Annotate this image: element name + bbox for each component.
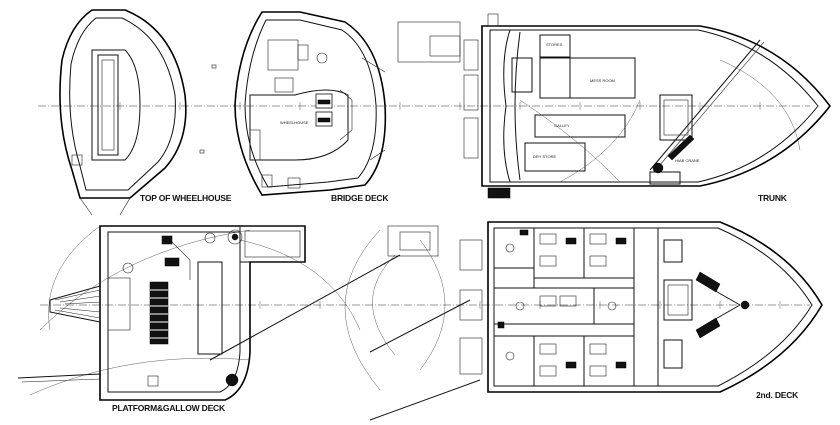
label-second-deck: 2nd. DECK xyxy=(756,390,799,400)
label-platform-gallow-deck: PLATFORM&GALLOW DECK xyxy=(112,403,226,413)
svg-text:DRY STORE: DRY STORE xyxy=(533,154,556,159)
second-deck-plan: 2nd. DECK xyxy=(344,221,823,421)
label-top-of-wheelhouse: TOP OF WHEELHOUSE xyxy=(140,193,232,203)
label-trunk: TRUNK xyxy=(758,193,788,203)
bridge-deck-plan: WHEELHOUSE BRIDGE DECK xyxy=(199,11,390,203)
centerlines xyxy=(38,102,810,309)
svg-text:WHEELHOUSE: WHEELHOUSE xyxy=(280,120,309,125)
svg-text:MESS ROOM: MESS ROOM xyxy=(590,78,615,83)
svg-text:GALLEY: GALLEY xyxy=(554,123,570,128)
platform-gallow-deck-plan: PLATFORM&GALLOW DECK xyxy=(17,225,401,413)
top-of-wheelhouse-plan: TOP OF WHEELHOUSE xyxy=(59,9,232,216)
trunk-plan: STORES MESS ROOM GALLEY DRY STORE HIAB C… xyxy=(397,13,832,203)
svg-text:STORES: STORES xyxy=(546,42,563,47)
svg-text:HIAB CRANE: HIAB CRANE xyxy=(675,158,700,163)
sweep-arcs xyxy=(29,59,801,396)
label-bridge-deck: BRIDGE DECK xyxy=(331,193,389,203)
